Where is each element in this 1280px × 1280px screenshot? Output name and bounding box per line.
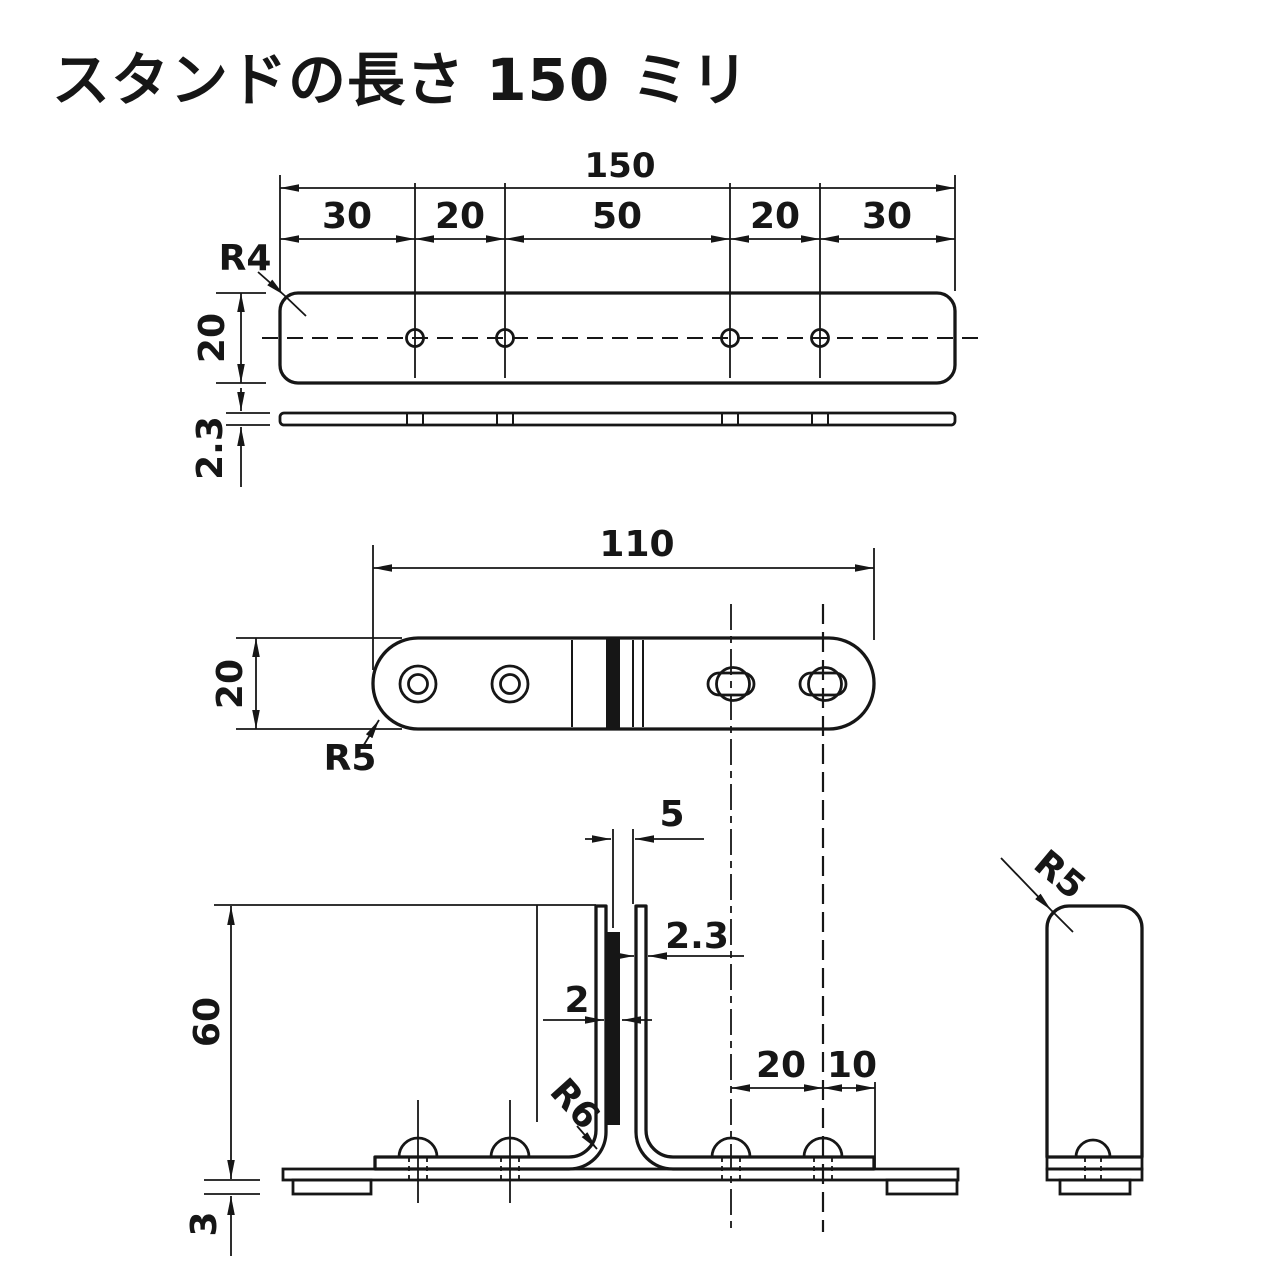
leader-r4-tail xyxy=(283,294,307,317)
screw-head-dome xyxy=(1074,1138,1112,1158)
radius-label-r4: R4 xyxy=(219,238,272,279)
dim-label-seg5: 30 xyxy=(862,196,912,237)
dim-label-seg4: 20 xyxy=(750,196,800,237)
dim-label-seg3: 50 xyxy=(592,196,642,237)
top-view: 150 30 20 50 20 30 R4 20 xyxy=(190,146,978,487)
hidden-hole-edges xyxy=(408,1157,833,1181)
hole xyxy=(495,328,515,348)
left-bracket-section xyxy=(373,904,608,1171)
hole xyxy=(407,673,429,695)
base-plate xyxy=(281,1167,960,1182)
radius-label-r5: R5 xyxy=(324,738,377,779)
hidden-hole-edges xyxy=(1084,1157,1102,1181)
side-flange-layer xyxy=(1045,1155,1144,1171)
dim-label-hole-end-offset: 10 xyxy=(827,1045,877,1086)
side-foot-pad xyxy=(1058,1178,1132,1196)
dim-label-hole-pitch: 20 xyxy=(756,1045,806,1086)
screw-head-dome xyxy=(710,1136,752,1158)
dim-label-seg2: 20 xyxy=(435,196,485,237)
hole xyxy=(499,673,521,695)
screw-head xyxy=(715,666,751,702)
screw-head xyxy=(807,666,843,702)
hole-ring xyxy=(398,664,438,704)
side-base-layer xyxy=(1045,1167,1144,1182)
dim-label-plate-width: 20 xyxy=(192,313,233,363)
foot-pad-left xyxy=(291,1178,373,1196)
hole-ring xyxy=(490,664,530,704)
dim-label-plate-thickness: 2.3 xyxy=(190,416,231,480)
foot-pad-right xyxy=(885,1178,959,1196)
top-view-plate xyxy=(278,291,957,385)
middle-view-plate xyxy=(371,636,876,731)
leader-r6 xyxy=(576,1125,598,1150)
top-view-edge-strip xyxy=(278,411,957,427)
front-view: 60 3 5 2.3 xyxy=(184,794,960,1256)
hole xyxy=(810,328,830,348)
leader-r4 xyxy=(257,271,285,296)
dim-label-overall-length: 150 xyxy=(585,146,656,186)
middle-view: 110 20 R5 xyxy=(210,524,876,1232)
rubber-strip-front xyxy=(606,932,620,1125)
leader-r5 xyxy=(361,719,380,749)
dim-label-foot-thickness: 3 xyxy=(184,1211,225,1236)
dim-label-seg1: 30 xyxy=(322,196,372,237)
side-view-body xyxy=(1045,904,1144,1159)
screw-head-dome xyxy=(802,1136,844,1158)
dim-label-slot-width: 5 xyxy=(659,794,684,835)
leader-r5-side-tail xyxy=(1050,909,1074,933)
radius-label-r5-side: R5 xyxy=(1026,843,1093,908)
dim-label-arm-thickness: 2.3 xyxy=(665,916,729,957)
rubber-strip-top xyxy=(606,639,620,728)
edge-hole-marks xyxy=(406,414,829,424)
dim-label-mid-width: 20 xyxy=(210,659,251,709)
side-view: R5 xyxy=(1000,843,1144,1196)
dim-label-height: 60 xyxy=(187,997,228,1047)
hole xyxy=(405,328,425,348)
leader-r5-side xyxy=(1000,857,1052,911)
right-bracket-section xyxy=(634,904,876,1171)
drawing-title: スタンドの長さ 150 ミリ xyxy=(52,46,749,114)
dim-label-rubber-thickness: 2 xyxy=(564,980,589,1021)
hole xyxy=(720,328,740,348)
dim-label-mid-length: 110 xyxy=(599,524,674,565)
